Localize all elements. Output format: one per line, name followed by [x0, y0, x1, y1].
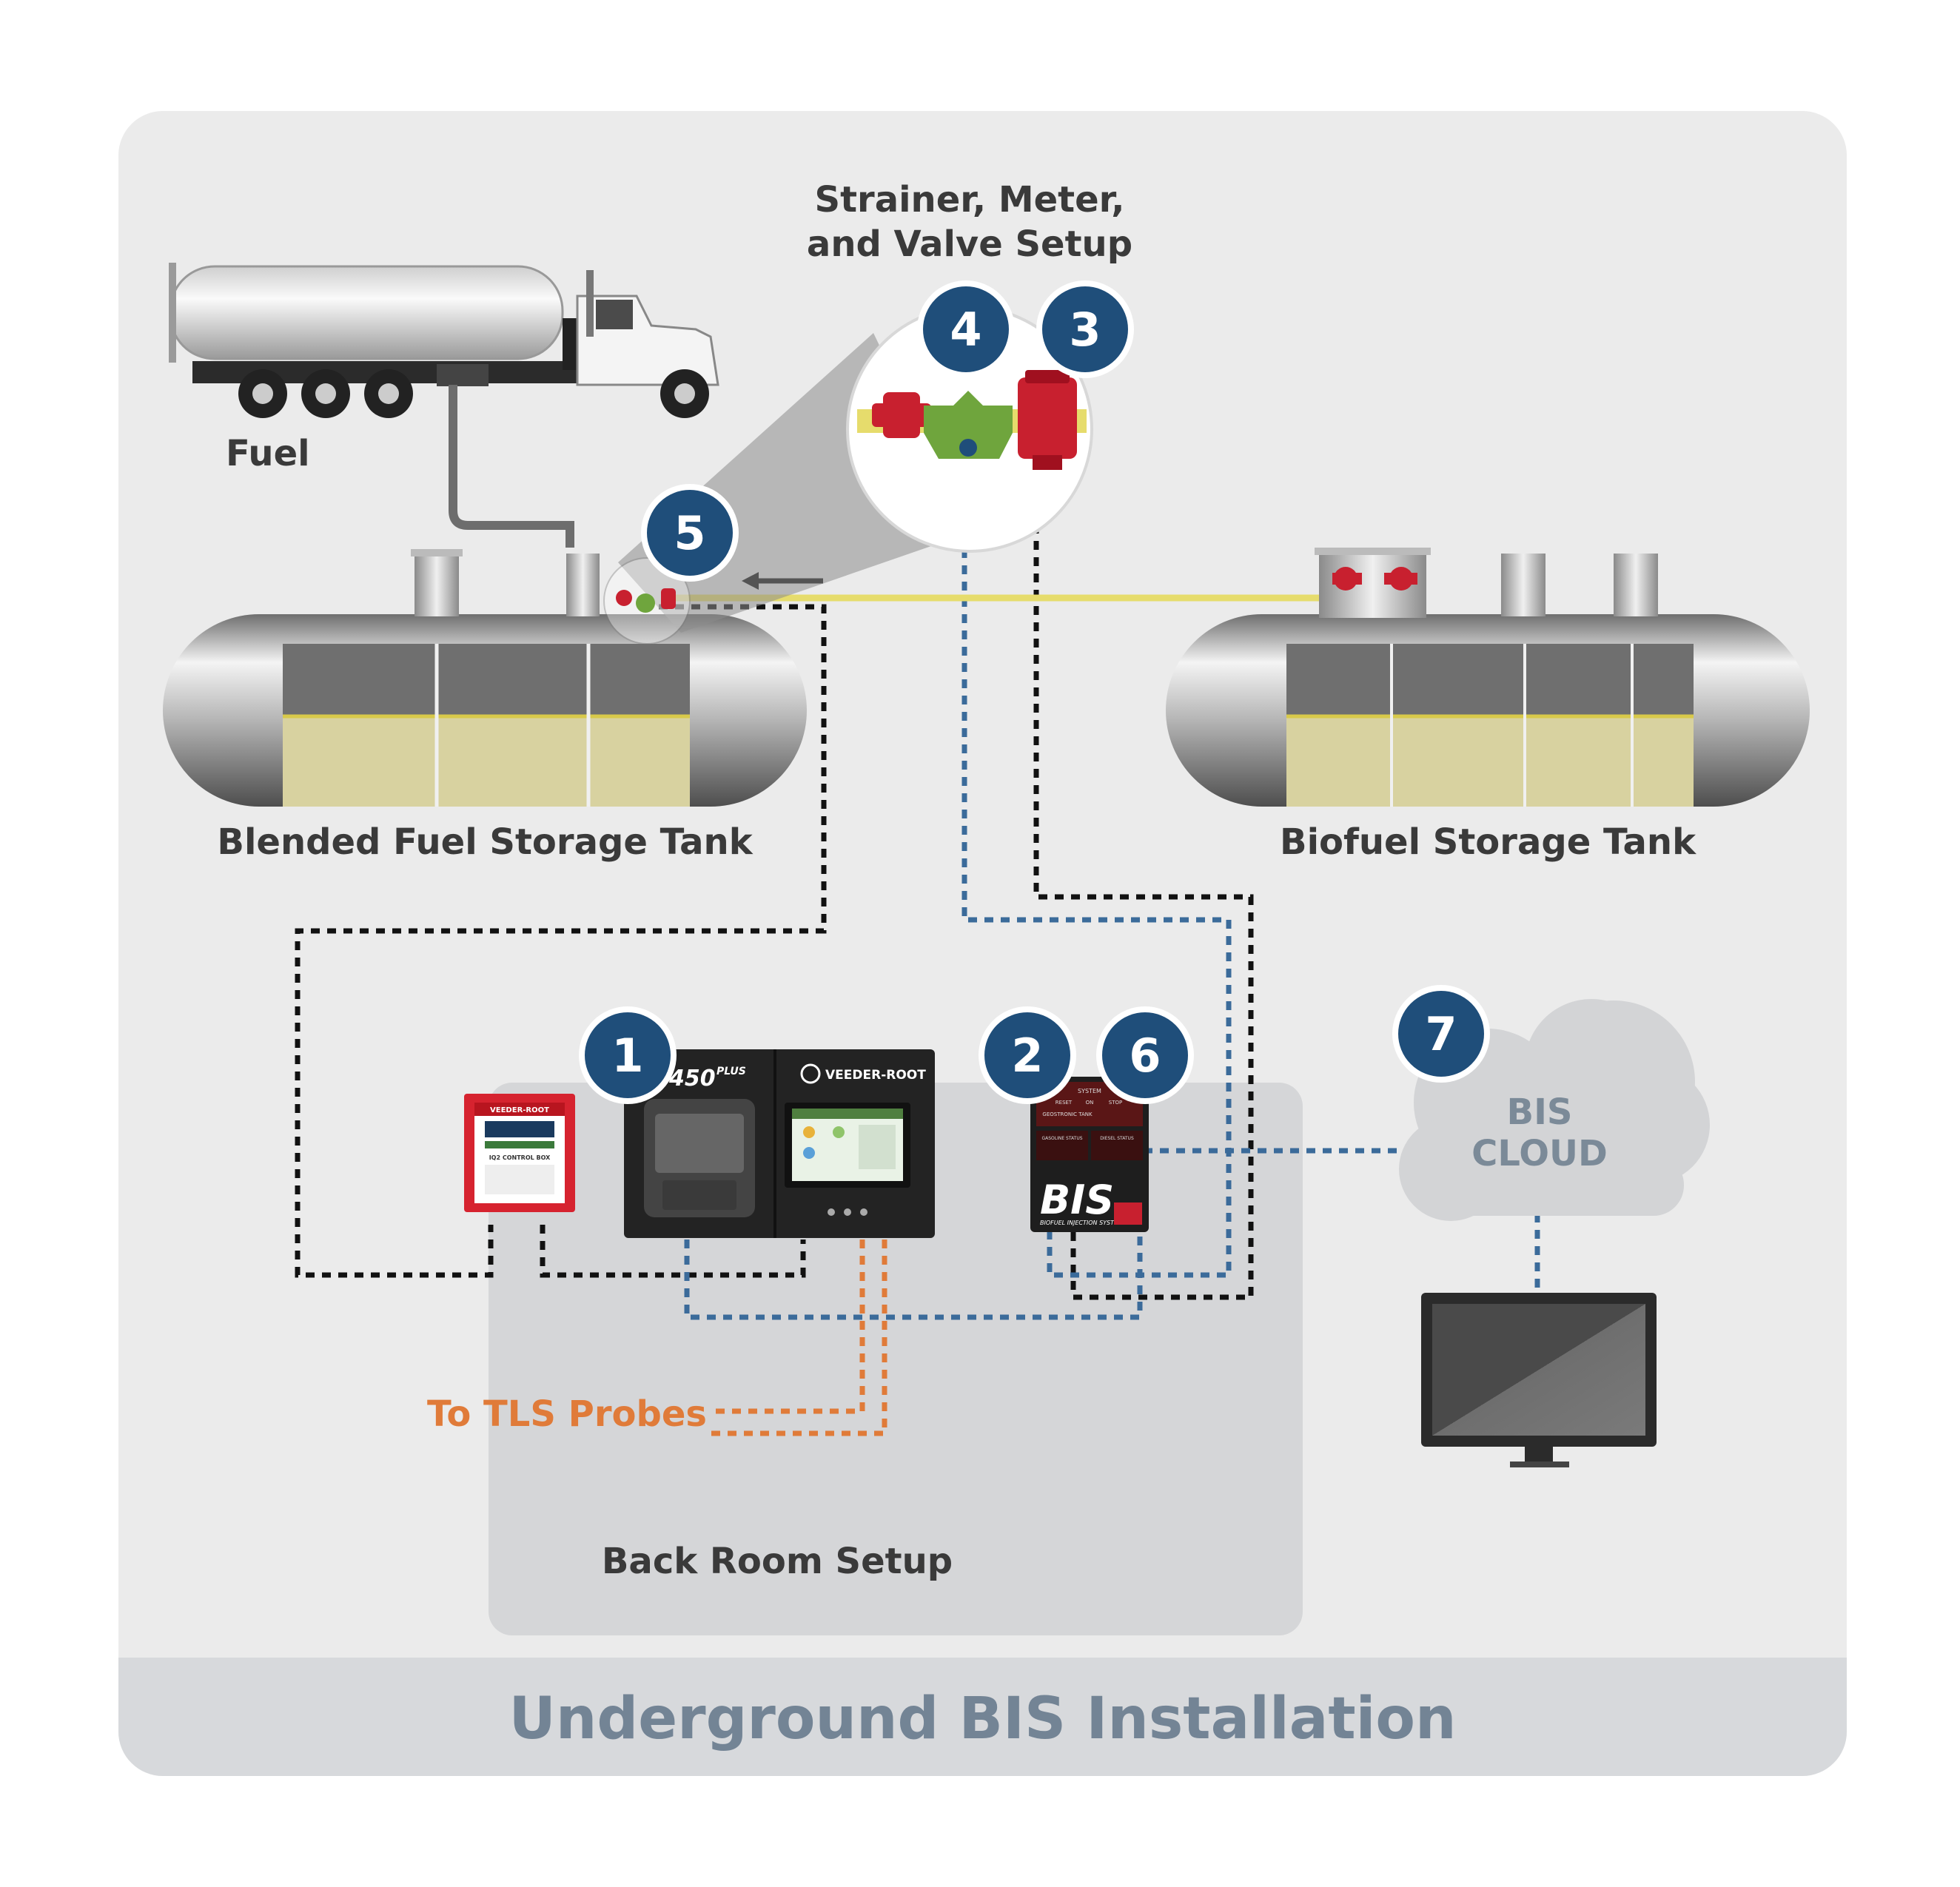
bis-stop: STOP	[1109, 1100, 1122, 1106]
fuel-hose	[449, 385, 574, 548]
orange-probe-lines	[709, 1240, 887, 1436]
biofuel-pump-icon	[1332, 567, 1417, 591]
fuel-truck	[169, 263, 719, 418]
bis-tank-label: GEOSTRONIC TANK	[1042, 1111, 1093, 1117]
marker-2: 2	[979, 1006, 1076, 1104]
svg-text:3: 3	[1069, 303, 1101, 357]
svg-text:6: 6	[1129, 1029, 1161, 1083]
strainer-meter-valve-detail	[846, 306, 1093, 553]
marker-7: 7	[1392, 985, 1490, 1083]
valve-icon	[1018, 370, 1077, 470]
back-room-label: Back Room Setup	[601, 1541, 953, 1582]
biofuel-tank	[1166, 548, 1810, 807]
fuel-label: Fuel	[226, 433, 310, 474]
tls-probes-label: To TLS Probes	[427, 1393, 707, 1435]
blue-data-lines	[684, 451, 1540, 1320]
strainer-icon	[872, 392, 931, 438]
svg-text:1: 1	[611, 1029, 643, 1083]
meter-icon	[924, 391, 1013, 459]
marker-6: 6	[1096, 1006, 1194, 1104]
bis-reset: RESET	[1055, 1100, 1073, 1106]
marker-4: 4	[917, 280, 1015, 378]
diagram-title: Underground BIS Installation	[509, 1686, 1457, 1752]
monitor	[1421, 1293, 1657, 1467]
cloud-label-line1: BIS	[1506, 1092, 1573, 1133]
svg-text:7: 7	[1425, 1007, 1457, 1061]
bis-gasoline-label: GASOLINE STATUS	[1041, 1136, 1082, 1141]
mini-valve-icon	[616, 588, 676, 613]
svg-text:5: 5	[674, 506, 705, 560]
strainer-title: Strainer, Meter, and Valve Setup	[785, 178, 1155, 266]
strainer-title-line2: and Valve Setup	[806, 223, 1133, 265]
black-signal-lines	[295, 492, 1254, 1300]
marker-1: 1	[579, 1006, 677, 1104]
tls-brand: VEEDER-ROOT	[825, 1068, 926, 1083]
bis-on: ON	[1086, 1100, 1094, 1106]
tls-model-suffix: PLUS	[716, 1066, 746, 1077]
biofuel-tank-label: Biofuel Storage Tank	[1279, 821, 1696, 863]
blended-tank-label: Blended Fuel Storage Tank	[217, 821, 753, 863]
bis-panel-top: SYSTEM	[1078, 1088, 1101, 1094]
meter-sensor-dot	[959, 439, 977, 457]
svg-text:4: 4	[950, 303, 981, 357]
control-box-name: IQ2 CONTROL BOX	[489, 1154, 551, 1161]
blended-fuel-tank	[163, 549, 807, 807]
iq2-control-box: VEEDER-ROOT IQ2 CONTROL BOX	[464, 1094, 575, 1212]
strainer-title-line1: Strainer, Meter,	[814, 179, 1125, 221]
cloud-label: BIS CLOUD	[1429, 1092, 1651, 1174]
footer-bar: Underground BIS Installation	[118, 1658, 1847, 1776]
bis-controller: SYSTEM RESET ON STOP GEOSTRONIC TANK GAS…	[1030, 1077, 1149, 1232]
bis-cloud	[1399, 999, 1710, 1221]
control-box-brand: VEEDER-ROOT	[490, 1106, 549, 1114]
bis-subtitle: BIOFUEL INJECTION SYSTEM	[1040, 1220, 1123, 1226]
marker-5: 5	[641, 484, 739, 582]
svg-text:2: 2	[1011, 1029, 1043, 1083]
marker-3: 3	[1036, 280, 1134, 378]
bis-diesel-label: DIESEL STATUS	[1100, 1136, 1134, 1141]
cloud-label-line2: CLOUD	[1471, 1133, 1608, 1174]
bis-logo: BIS	[1040, 1177, 1114, 1223]
